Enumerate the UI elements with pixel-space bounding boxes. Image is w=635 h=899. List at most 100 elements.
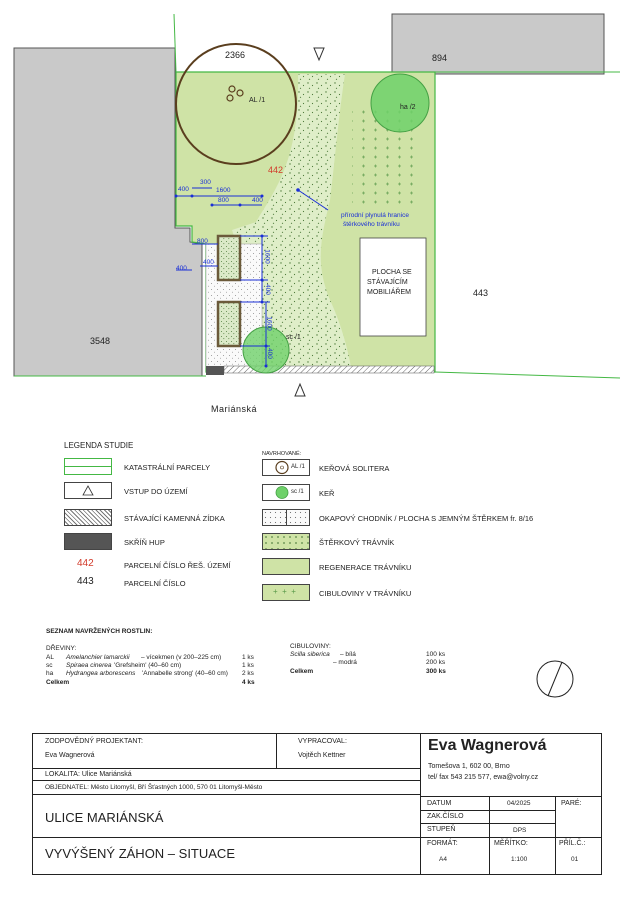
raised-bed-north [216, 234, 242, 282]
dim-400-vertical: 400 [263, 284, 271, 295]
dim-800-b: 800 [197, 238, 208, 245]
date-value: 04/2025 [507, 800, 531, 807]
legend-swatch-gravel-lawn [262, 533, 310, 550]
woody-title: DŘEVINY: [46, 645, 77, 652]
legend-sample-443: 443 [77, 576, 94, 587]
stage-value: DPS [513, 827, 527, 834]
annex-value: 01 [571, 856, 579, 863]
woody-row-name: Spiraea cinerea [66, 662, 112, 669]
bulbs-row-qty: 100 ks [426, 651, 446, 658]
legend-proposed-label: NAVRHOVANÉ: [262, 451, 302, 457]
zak-label: ZAK.ČÍSLO [427, 813, 464, 820]
legend-label-parcel: PARCELNÍ ČÍSLO [124, 579, 186, 588]
firm-address: Tomešova 1, 602 00, Brno [428, 763, 510, 770]
bulbs-row-name: Scilla siberica [290, 651, 330, 658]
dim-400-b: 400 [252, 197, 263, 204]
furniture-label-2: STÁVAJÍCÍM [367, 279, 408, 286]
plant-tag-ha: ha /2 [400, 104, 416, 111]
legend-swatch-hup [64, 533, 112, 550]
neighbor-parcel-3548 [13, 47, 203, 377]
format-value: A4 [439, 856, 447, 863]
legend-label-lawn: REGENERACE TRÁVNÍKU [319, 563, 412, 572]
dim-400-c: 400 [203, 259, 214, 266]
legend-sample-sc: sc /1 [291, 489, 304, 495]
annex-label: PŘÍL.Č.: [559, 840, 586, 847]
dim-400-d: 400 [176, 265, 187, 272]
gravel-boundary-note-1: přírodní plynulá hranice [341, 212, 409, 219]
scale-label: MĚŘÍTKO: [494, 840, 528, 847]
woody-row-code: ha [46, 670, 54, 677]
legend-label-shrub: KEŘ [319, 489, 335, 498]
client: OBJEDNATEL: Město Litomyšl, Bří Šťastnýc… [45, 784, 263, 791]
woody-total-label: Celkem [46, 679, 70, 686]
plant-list-title: SEZNAM NAVRŽENÝCH ROSTLIN: [46, 628, 153, 635]
legend-label-bulbs: CIBULOVINY V TRÁVNÍKU [319, 589, 412, 598]
format-label: FORMÁT: [427, 840, 458, 847]
stage-label: STUPEŇ [427, 826, 456, 833]
location: LOKALITA: Ulice Mariánská [45, 771, 132, 778]
legend-label-walkway: OKAPOVÝ CHODNÍK / PLOCHA S JEMNÝM ŠTĚRKE… [319, 514, 534, 523]
bulbs-row-desc: – modrá [333, 659, 357, 666]
legend-swatch-bulbs: + + + [262, 584, 310, 601]
woody-row-name: Hydrangea arborescens [66, 670, 136, 677]
shrub-ha [370, 73, 430, 133]
dim-300: 300 [200, 179, 211, 186]
parcel-label-442: 442 [268, 165, 284, 175]
legend-swatch-cadastral [64, 458, 112, 475]
woody-row-name: Amelanchier lamarckii [66, 654, 130, 661]
legend-swatch-shrub: sc /1 [262, 484, 310, 501]
firm-contact: tel/ fax 543 215 577, ewa@volny.cz [428, 774, 539, 781]
furniture-label-3: MOBILIÁŘEM [367, 289, 411, 296]
bulbs-title: CIBULOVINY: [290, 643, 331, 650]
neighbor-parcel-894 [391, 13, 605, 75]
woody-row-code: AL [46, 654, 54, 661]
legend-swatch-stone-wall [64, 509, 112, 526]
date-label: DATUM [427, 800, 452, 807]
legend-sample-442: 442 [77, 558, 94, 569]
legend-sample-al: AL /1 [291, 464, 305, 470]
legend-title: LEGENDA STUDIE [64, 441, 134, 450]
legend-label-entrance: VSTUP DO ÚZEMÍ [124, 487, 188, 496]
plant-tag-al: AL /1 [249, 97, 266, 104]
legend-label-hup: SKŘÍŇ HUP [124, 538, 165, 547]
furniture-area [359, 237, 427, 337]
plant-tag-sc: sc /1 [286, 334, 301, 341]
north-arrow-icon [536, 660, 574, 698]
title-block: ZODPOVĚDNÝ PROJEKTANT: Eva Wagnerová VYP… [32, 733, 602, 875]
designer-label: ZODPOVĚDNÝ PROJEKTANT: [45, 738, 143, 745]
legend-label-solitaire: KEŘOVÁ SOLITERA [319, 464, 390, 473]
dim-400-vertical-2: 400 [265, 348, 273, 359]
parcel-label-2366: 2366 [225, 50, 246, 60]
scale-value: 1:100 [511, 856, 528, 863]
project-name: ULICE MARIÁNSKÁ [45, 810, 164, 825]
bulbs-row-qty: 200 ks [426, 659, 446, 666]
parcel-label-894: 894 [432, 53, 448, 63]
furniture-label-1: PLOCHA SE [372, 269, 412, 276]
dim-800-a: 800 [218, 197, 229, 204]
gravel-boundary-note-2: štěrkového trávníku [343, 221, 400, 228]
dim-1600: 1600 [216, 187, 231, 194]
pare-label: PARÉ: [561, 800, 582, 807]
entrance-south-icon [294, 382, 306, 397]
bulbs-total: 300 ks [426, 668, 446, 675]
site-plan [13, 13, 621, 397]
legend-swatch-solitaire: AL /1 [262, 459, 310, 476]
legend-label-gravel-lawn: ŠTĚRKOVÝ TRÁVNÍK [319, 538, 395, 547]
drawn-name: Vojtěch Kettner [298, 752, 346, 759]
entrance-north-icon [313, 47, 325, 62]
dim-400-a: 400 [178, 186, 189, 193]
legend-swatch-entrance [64, 482, 112, 499]
woody-row-desc: – vícekmen (v 200–225 cm) [141, 654, 222, 661]
legend-swatch-lawn [262, 558, 310, 575]
legend-label-parcel-red: PARCELNÍ ČÍSLO ŘEŠ. ÚZEMÍ [124, 561, 231, 570]
dim-1600-vertical: 1600 [263, 249, 271, 264]
bulbs-row-desc: – bílá [340, 651, 356, 658]
parcel-label-3548: 3548 [90, 336, 111, 346]
woody-row-qty: 1 ks [242, 662, 254, 669]
woody-row-code: sc [46, 662, 53, 669]
street-label: Mariánská [211, 404, 258, 414]
legend-swatch-walkway [262, 509, 310, 526]
hup-box [206, 366, 224, 375]
drawing-name: VYVÝŠENÝ ZÁHON – SITUACE [45, 846, 235, 861]
legend-label-stone-wall: STÁVAJÍCÍ KAMENNÁ ZÍDKA [124, 514, 225, 523]
